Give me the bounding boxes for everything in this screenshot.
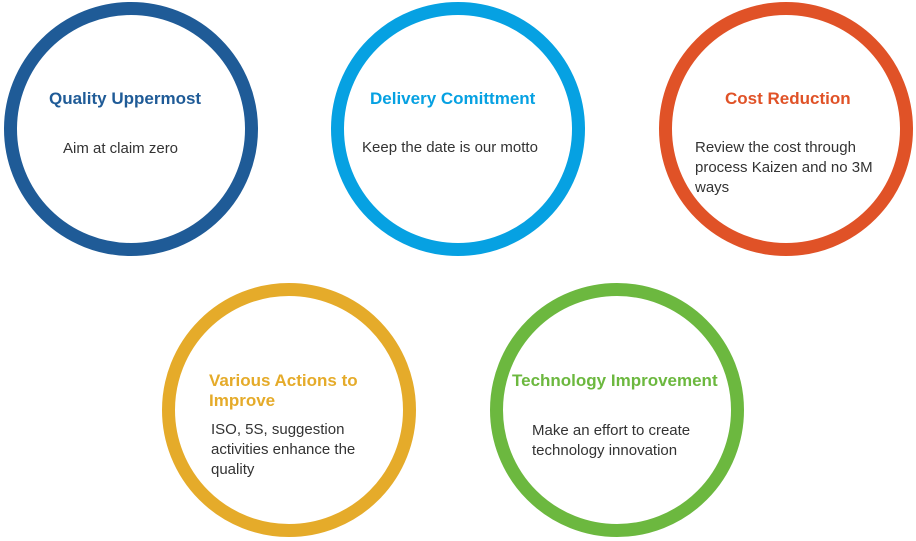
quality-title: Quality Uppermost [49,89,202,108]
delivery-circle [331,2,585,256]
actions-body: ISO, 5S, suggestion activities enhance t… [211,421,356,478]
delivery-title: Delivery Comittment [370,89,536,108]
cost-body: Review the cost through process Kaizen a… [695,139,873,196]
delivery-body: Keep the date is our motto [362,139,538,156]
cost-circle [659,2,913,256]
quality-circle [4,2,258,256]
quality-body: Aim at claim zero [63,140,179,157]
cost-title: Cost Reduction [725,89,851,108]
technology-circle [490,283,744,537]
technology-title: Technology Improvement [512,371,718,390]
actions-title: Various Actions to Improve [209,371,358,410]
technology-body: Make an effort to create technology inno… [532,422,691,459]
